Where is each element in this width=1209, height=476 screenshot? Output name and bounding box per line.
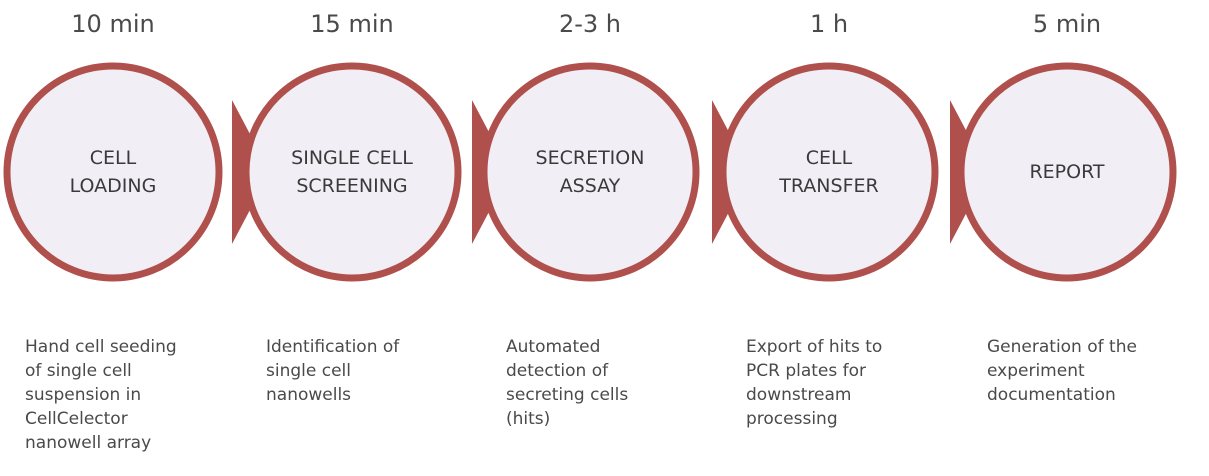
step-description-4: Export of hits to PCR plates for downstr… xyxy=(746,337,883,429)
step-label-5: REPORT xyxy=(977,158,1157,186)
step-description-2: Identification of single cell nanowells xyxy=(266,337,400,405)
step-label-2-line2: SCREENING xyxy=(296,175,408,197)
step-circle-report xyxy=(957,62,1177,282)
step-circle-secretion-assay xyxy=(480,62,700,282)
step-circle-cell-loading xyxy=(3,62,223,282)
step-label-1-line2: LOADING xyxy=(69,175,157,197)
step-label-4: CELL TRANSFER xyxy=(739,144,919,200)
step-label-3: SECRETION ASSAY xyxy=(500,144,680,200)
step-label-1: CELL LOADING xyxy=(23,144,203,200)
step-label-3-line1: SECRETION xyxy=(535,147,645,169)
step-label-1-line1: CELL xyxy=(89,147,137,169)
step-label-5-line1: REPORT xyxy=(1029,161,1105,183)
step-circle-cell-transfer xyxy=(719,62,939,282)
step-label-4-line2: TRANSFER xyxy=(779,175,879,197)
step-duration-3: 2-3 h xyxy=(558,10,622,38)
step-circle-single-cell-screening xyxy=(242,62,462,282)
step-label-2: SINGLE CELL SCREENING xyxy=(262,144,442,200)
step-duration-2: 15 min xyxy=(310,10,394,38)
step-duration-4: 1 h xyxy=(809,10,849,38)
step-label-4-line1: CELL xyxy=(805,147,853,169)
step-duration-5: 5 min xyxy=(1032,10,1102,38)
step-description-5: Generation of the experiment documentati… xyxy=(987,337,1137,405)
step-label-2-line1: SINGLE CELL xyxy=(291,147,413,169)
step-duration-1: 10 min xyxy=(71,10,155,38)
step-description-3: Automated detection of secreting cells (… xyxy=(506,337,629,429)
step-description-1: Hand cell seeding of single cell suspens… xyxy=(25,337,177,453)
step-label-3-line2: ASSAY xyxy=(559,175,621,197)
